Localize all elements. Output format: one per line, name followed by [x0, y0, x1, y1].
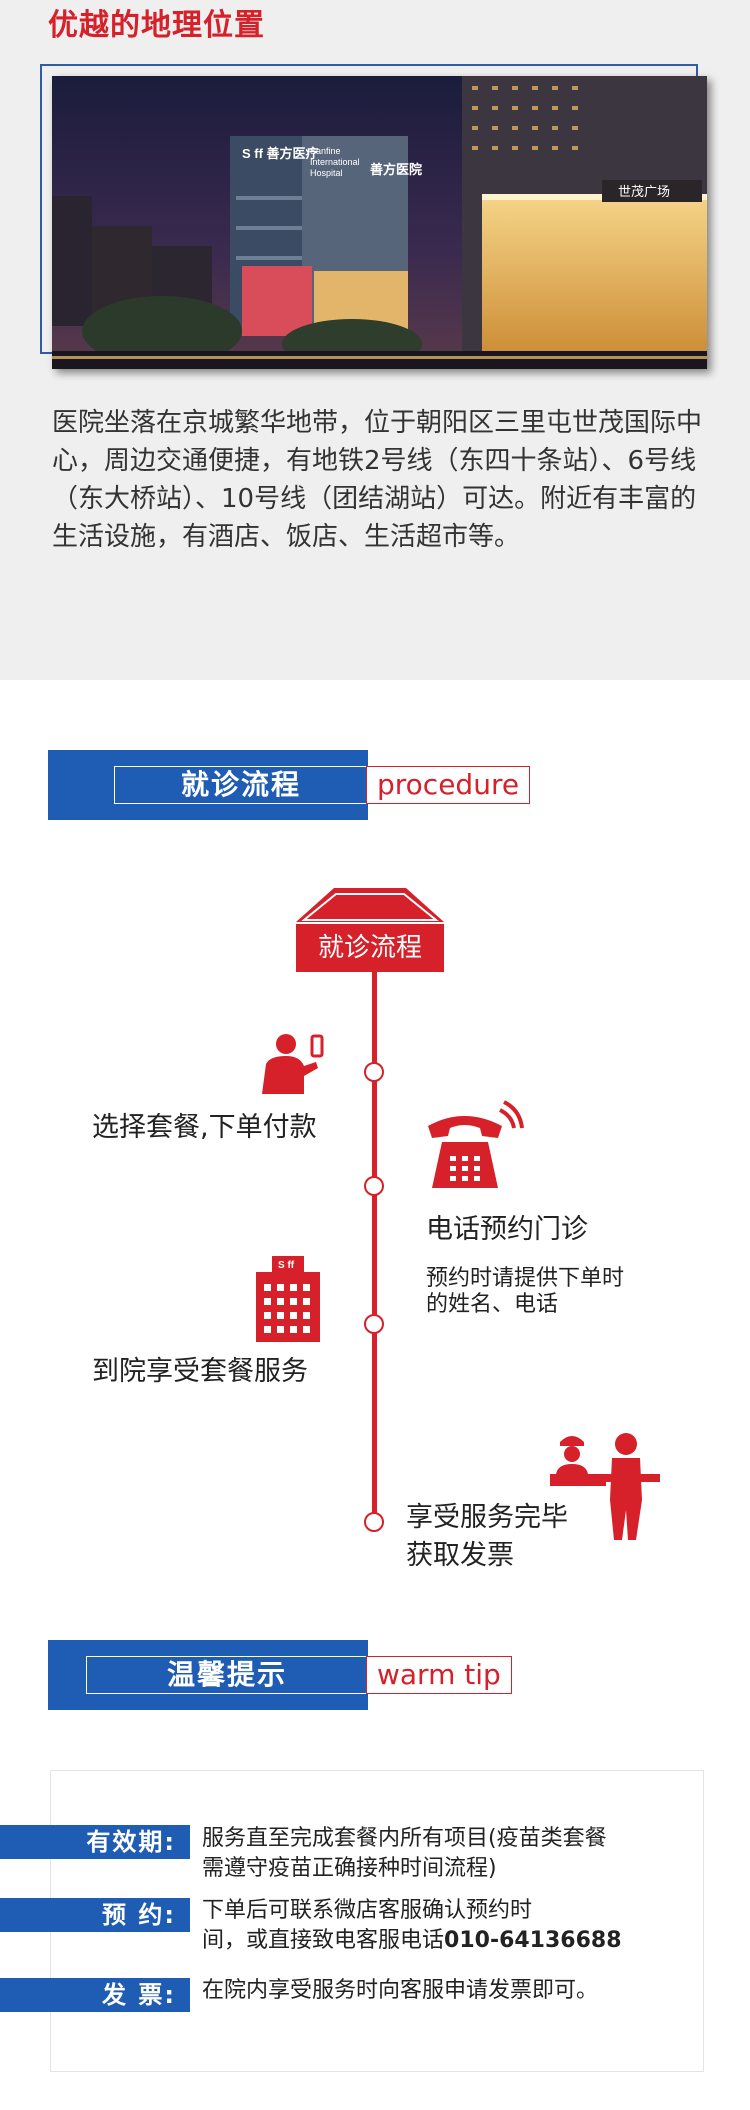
- location-title: 优越的地理位置: [48, 8, 265, 43]
- timeline-dot: [364, 1314, 384, 1334]
- tip-text-appointment-line-2: 间，或直接致电客服电话010-64136688: [202, 1926, 682, 1956]
- step-4-label-line-1: 享受服务完毕: [406, 1502, 568, 1533]
- timeline-dot: [364, 1512, 384, 1532]
- photo-sign-right: 世茂广场: [618, 185, 670, 200]
- step-2-note-line-2: 的姓名、电话: [426, 1292, 559, 1317]
- tip-text-appointment-line-1: 下单后可联系微店客服确认预约时: [202, 1898, 533, 1923]
- location-section: 优越的地理位置: [0, 0, 750, 680]
- procedure-header-en: procedure: [366, 766, 531, 804]
- telephone-icon: [428, 1100, 524, 1188]
- house-icon: [296, 888, 444, 972]
- reception-desk-icon: [550, 1433, 660, 1540]
- timeline-line: [372, 968, 377, 1522]
- tip-text-invoice: 在院内享受服务时向客服申请发票即可。: [202, 1978, 599, 2003]
- step-2-note-line-1: 预约时请提供下单时: [426, 1266, 625, 1291]
- tip-text-validity-line-1: 服务直至完成套餐内所有项目(疫苗类套餐: [202, 1826, 607, 1851]
- hospital-building-icon: S ff: [252, 1256, 324, 1342]
- photo-sign-mid-en-1: Sanfine: [310, 146, 341, 156]
- timeline-dot: [364, 1176, 384, 1196]
- procedure-header-title: 就诊流程: [114, 766, 368, 804]
- hospital-icon-logo: S ff: [278, 1260, 295, 1271]
- person-phone-icon: [262, 1034, 324, 1094]
- tip-label-validity: 有效期:: [0, 1825, 190, 1859]
- step-1-label: 选择套餐,下单付款: [92, 1112, 317, 1143]
- photo-sign-mid-en-2: International: [310, 157, 360, 167]
- tips-header: 温馨提示: [48, 1640, 368, 1710]
- tip-label-invoice: 发 票:: [0, 1978, 190, 2012]
- house-label: 就诊流程: [317, 933, 422, 963]
- step-3-label: 到院享受套餐服务: [92, 1356, 308, 1387]
- procedure-header: 就诊流程: [48, 750, 368, 820]
- step-4-label-line-2: 获取发票: [406, 1540, 514, 1571]
- service-phone-number: 010-64136688: [444, 1928, 622, 1953]
- location-description: 医院坐落在京城繁华地带，位于朝阳区三里屯世茂国际中心，周边交通便捷，有地铁2号线…: [52, 408, 703, 552]
- photo-sign-left: S ff 善方医疗: [242, 146, 319, 161]
- photo-sign-mid-en-3: Hospital: [310, 168, 343, 178]
- step-2-label: 电话预约门诊: [426, 1214, 588, 1245]
- tips-header-title: 温馨提示: [86, 1656, 368, 1694]
- timeline-dot: [364, 1062, 384, 1082]
- tip-text-validity-line-2: 需遵守疫苗正确接种时间流程): [202, 1856, 497, 1881]
- photo-sign-mid-cn: 善方医院: [370, 162, 422, 178]
- tip-text-appointment-prefix: 间，或直接致电客服电话: [202, 1928, 445, 1953]
- tip-label-appointment: 预 约:: [0, 1898, 190, 1932]
- tips-header-en: warm tip: [366, 1656, 512, 1694]
- hospital-building-photo: S ff 善方医疗 Sanfine International Hospital…: [52, 76, 707, 369]
